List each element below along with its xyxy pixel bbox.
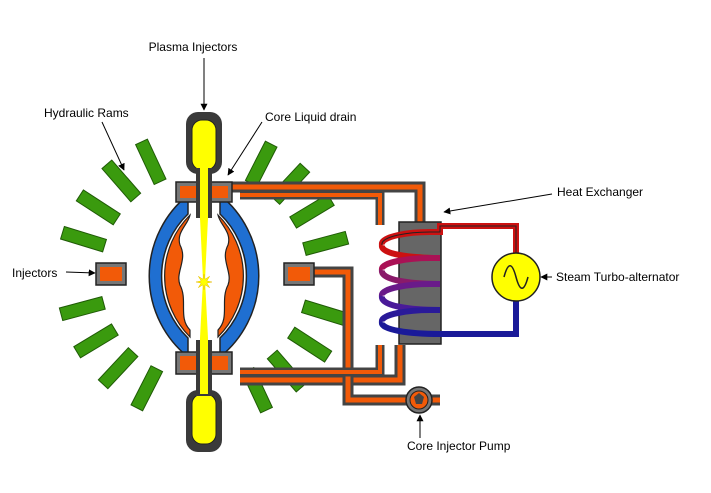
hydraulic-ram bbox=[134, 138, 167, 186]
sine-wave-icon bbox=[503, 265, 529, 289]
heat-exchanger bbox=[379, 221, 519, 345]
plasma-injector-top bbox=[186, 112, 222, 220]
hydraulic-ram bbox=[289, 193, 335, 229]
label-injectors: Injectors bbox=[12, 266, 57, 280]
coolant-pipes bbox=[228, 181, 440, 406]
hydraulic-ram bbox=[130, 365, 164, 412]
hydraulic-ram bbox=[101, 159, 142, 203]
hydraulic-ram bbox=[75, 189, 121, 226]
label-plasma-injectors: Plasma Injectors bbox=[149, 40, 238, 54]
label-core-liquid-drain: Core Liquid drain bbox=[265, 110, 356, 124]
label-heat-exchanger: Heat Exchanger bbox=[557, 185, 643, 199]
plasma-injector-bottom bbox=[186, 338, 222, 452]
hydraulic-ram bbox=[59, 225, 108, 253]
pump-rotor-icon bbox=[414, 393, 424, 404]
hydraulic-ram bbox=[300, 299, 349, 327]
hydraulic-ram bbox=[287, 326, 333, 363]
liquid-core bbox=[164, 213, 244, 339]
label-core-injector-pump: Core Injector Pump bbox=[407, 439, 511, 453]
hydraulic-ram bbox=[97, 346, 139, 390]
hydraulic-ram bbox=[302, 230, 350, 256]
label-hydraulic-rams: Hydraulic Rams bbox=[44, 106, 129, 120]
plasma-jets bbox=[200, 218, 208, 338]
hydraulic-ram bbox=[73, 323, 119, 359]
callout-arrows bbox=[65, 58, 553, 438]
hydraulic-ram bbox=[58, 296, 106, 322]
label-steam-turbo-alternator: Steam Turbo-alternator bbox=[556, 270, 679, 284]
hydraulic-ram bbox=[244, 140, 278, 187]
side-injectors bbox=[95, 262, 315, 286]
spark-icon bbox=[195, 273, 213, 291]
